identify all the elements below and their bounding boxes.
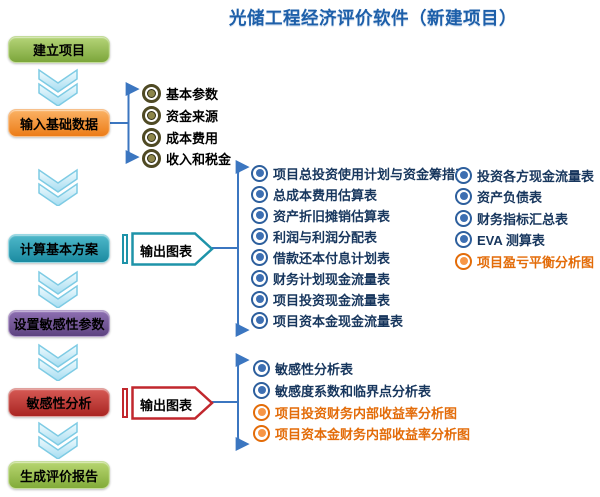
circle-bullet-icon: [251, 269, 268, 287]
output-table-item: 项目总投资使用计划与资金筹措表: [251, 164, 468, 182]
input-item: 基本参数: [142, 83, 218, 103]
circle-bullet-icon: [251, 185, 268, 203]
output-table-item: 资产折旧摊销估算表: [251, 206, 390, 224]
circle-bullet-icon: [251, 164, 268, 182]
step-create-project: 建立项目: [8, 36, 110, 63]
circle-bullet-icon: [455, 252, 472, 270]
circle-bullet-icon: [142, 148, 161, 168]
chevron-down-icon: [36, 68, 80, 107]
circle-bullet-icon: [253, 403, 270, 421]
circle-bullet-icon: [142, 83, 161, 103]
output-table-item: 资产负债表: [455, 187, 542, 205]
output-charts-label: 输出图表: [139, 398, 192, 413]
output-table-item: 财务计划现金流量表: [251, 269, 390, 287]
output-charts-tag-sensitivity: 输出图表: [122, 386, 218, 422]
output-table-item: 财务指标汇总表: [455, 209, 568, 227]
step-sensitivity: 敏感性分析: [8, 388, 110, 417]
circle-bullet-icon: [253, 381, 270, 399]
output-chart-item: 项目资本金财务内部收益率分析图: [253, 424, 470, 442]
step-set-sensitivity: 设置敏感性参数: [8, 310, 110, 337]
output-chart-item: 项目投资财务内部收益率分析图: [253, 403, 457, 421]
circle-bullet-icon: [142, 127, 161, 147]
input-item: 收入和税金: [142, 148, 231, 168]
output-table-item: 项目投资现金流量表: [251, 290, 390, 308]
tag-bar: [122, 234, 128, 264]
circle-bullet-icon: [455, 230, 472, 248]
circle-bullet-icon: [251, 206, 268, 224]
step-calc-basic-plan: 计算基本方案: [8, 234, 110, 263]
output-chart-item: 项目盈亏平衡分析图: [455, 252, 594, 270]
output-table-item: 项目资本金现金流量表: [251, 311, 403, 329]
page-title: 光储工程经济评价软件（新建项目）: [229, 8, 517, 28]
input-item: 成本费用: [142, 127, 218, 147]
output-table-item: 总成本费用估算表: [251, 185, 377, 203]
circle-bullet-icon: [251, 311, 268, 329]
pentagon-arrow-shape: [131, 386, 214, 420]
circle-bullet-icon: [455, 209, 472, 227]
output-table-item: 借款还本付息计划表: [251, 248, 390, 266]
input-item: 资金来源: [142, 105, 218, 125]
chevron-down-icon: [36, 343, 80, 382]
circle-bullet-icon: [455, 166, 472, 184]
tag-bar: [122, 388, 128, 418]
pentagon-arrow-shape: [131, 232, 214, 266]
output-table-item: 敏感性分析表: [253, 359, 353, 377]
step-input-data: 输入基础数据: [8, 109, 110, 137]
circle-bullet-icon: [455, 187, 472, 205]
chevron-down-icon: [36, 270, 80, 309]
circle-bullet-icon: [253, 359, 270, 377]
circle-bullet-icon: [253, 424, 270, 442]
output-charts-label: 输出图表: [139, 244, 192, 259]
output-charts-tag-calc: 输出图表: [122, 232, 218, 268]
output-table-item: 利润与利润分配表: [251, 227, 377, 245]
chevron-down-icon: [36, 168, 80, 207]
output-table-item: EVA 测算表: [455, 230, 545, 248]
chevron-down-icon: [36, 421, 80, 460]
circle-bullet-icon: [251, 227, 268, 245]
step-generate-report: 生成评价报告: [8, 461, 110, 489]
circle-bullet-icon: [251, 248, 268, 266]
output-table-item: 敏感度系数和临界点分析表: [253, 381, 431, 399]
output-table-item: 投资各方现金流量表: [455, 166, 594, 184]
circle-bullet-icon: [142, 105, 161, 125]
circle-bullet-icon: [251, 290, 268, 308]
